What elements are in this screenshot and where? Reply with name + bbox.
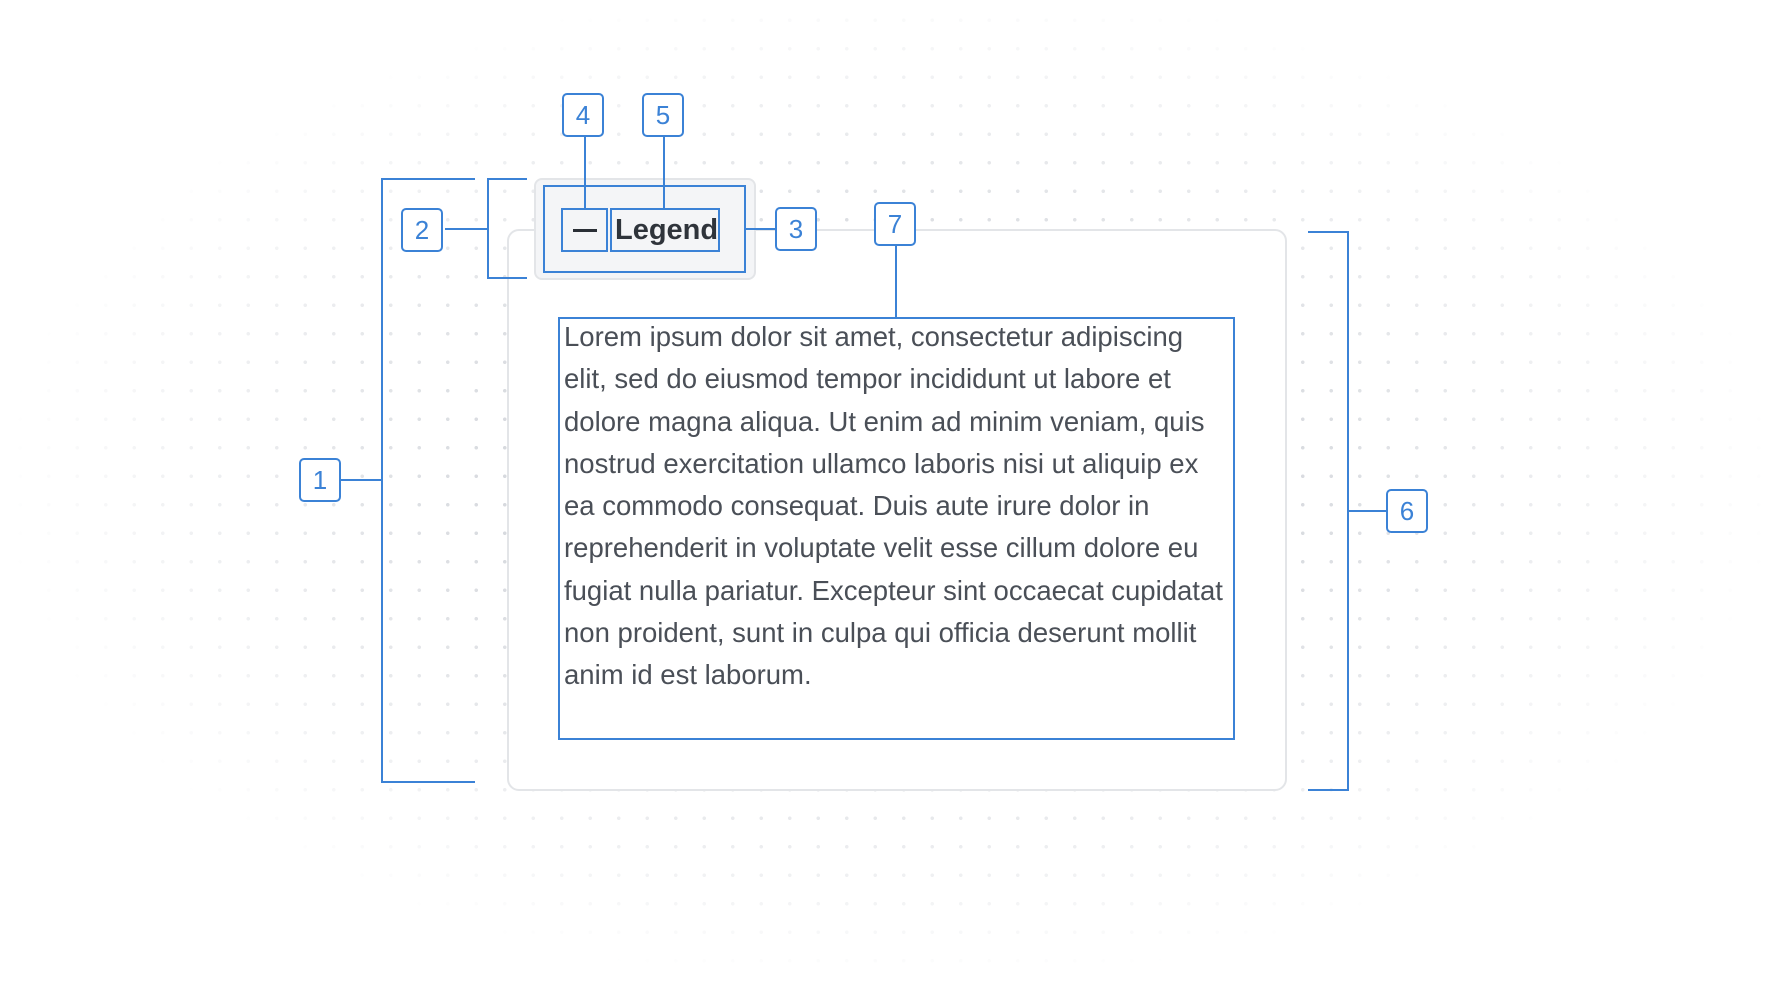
callout-2-bracket-bottom — [487, 277, 527, 279]
content-highlight — [558, 317, 1235, 740]
fieldset-content-text: Lorem ipsum dolor sit amet, consectetur … — [564, 321, 1223, 691]
callout-1-bracket-bottom — [381, 781, 475, 783]
minus-icon[interactable] — [561, 208, 608, 252]
legend-label: Legend — [610, 208, 720, 252]
callout-1-badge: 1 — [299, 458, 341, 502]
callout-2-bracket-top — [487, 178, 527, 180]
callout-6-bracket-top — [1308, 231, 1349, 233]
callout-7-badge: 7 — [874, 202, 916, 246]
callout-2-connector — [445, 228, 488, 230]
callout-1-bracket-top — [381, 178, 475, 180]
fieldset-container — [507, 229, 1287, 791]
callout-2-badge: 2 — [401, 208, 443, 252]
callout-6-connector — [1348, 510, 1386, 512]
callout-3-badge: 3 — [775, 207, 817, 251]
callout-2-bracket-vertical — [487, 178, 489, 279]
callout-3-connector — [745, 228, 775, 230]
callout-1-connector — [340, 479, 382, 481]
callout-5-connector — [663, 137, 665, 209]
callout-4-connector — [584, 137, 586, 209]
callout-4-badge: 4 — [562, 93, 604, 137]
callout-7-connector — [895, 246, 897, 318]
callout-6-bracket-bottom — [1308, 789, 1349, 791]
callout-1-bracket-vertical — [381, 178, 383, 783]
callout-6-badge: 6 — [1386, 489, 1428, 533]
callout-5-badge: 5 — [642, 93, 684, 137]
